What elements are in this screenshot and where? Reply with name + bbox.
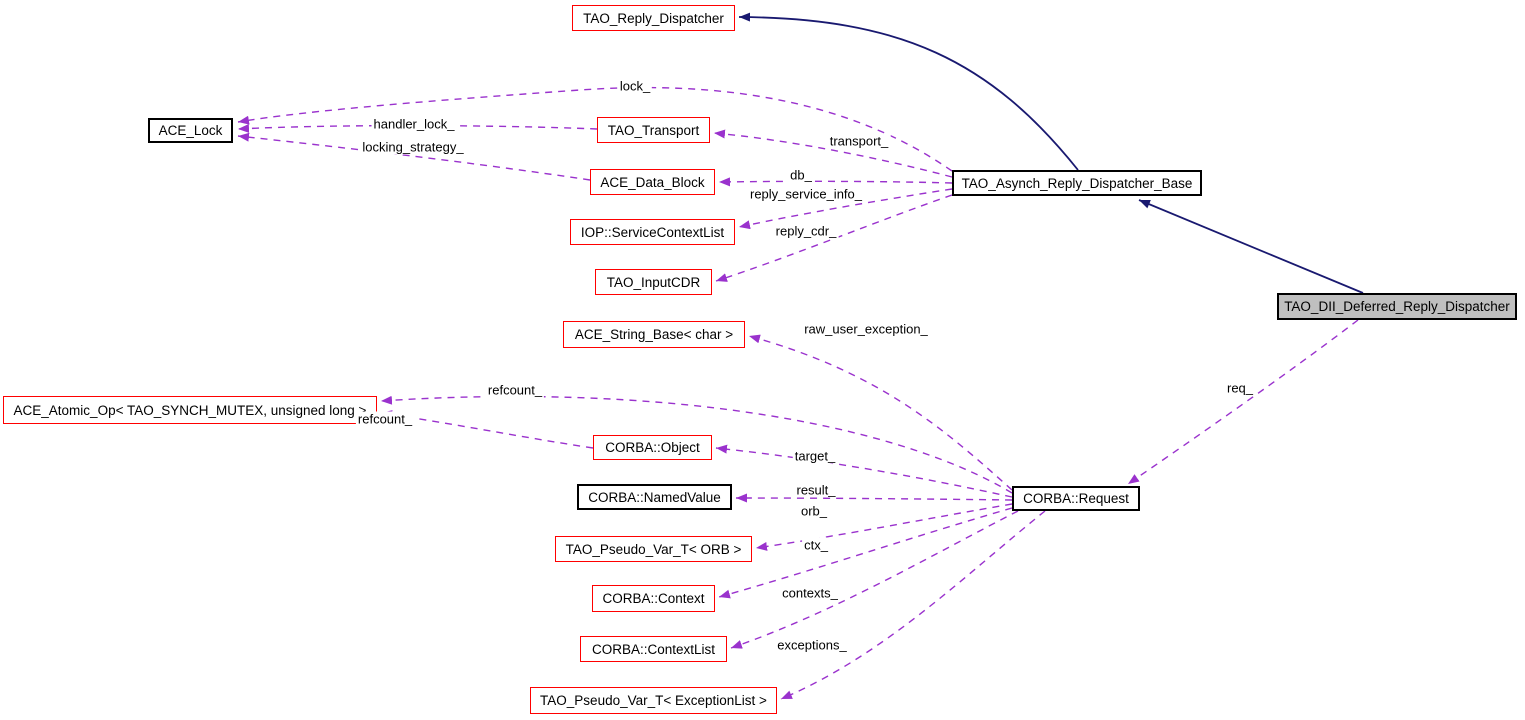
edge-result	[735, 493, 1013, 503]
edge-transport	[713, 129, 953, 178]
edge-label-target: target_	[792, 448, 838, 464]
edge-reply-service-info	[738, 188, 953, 230]
node-iop-servicecontextlist[interactable]: IOP::ServiceContextList	[570, 219, 735, 245]
node-ace-atomic-op[interactable]: ACE_Atomic_Op< TAO_SYNCH_MUTEX, unsigned…	[3, 396, 377, 424]
edge-db	[718, 177, 953, 187]
edge-label-handler-lock: handler_lock_	[371, 116, 457, 132]
node-corba-namedvalue[interactable]: CORBA::NamedValue	[577, 484, 732, 510]
node-tao-pseudo-var-t-exceptionlist[interactable]: TAO_Pseudo_Var_T< ExceptionList >	[530, 687, 777, 714]
edge-label-result: result_	[794, 482, 838, 498]
edge-label-lock: lock_	[617, 78, 653, 94]
edge-inherit-asynch-to-replydispatcher	[738, 12, 1079, 171]
node-corba-contextlist[interactable]: CORBA::ContextList	[580, 636, 727, 662]
edge-label-orb: orb_	[798, 503, 830, 519]
edge-handler-lock	[237, 123, 598, 133]
edge-label-refcount-object: refcount_	[355, 411, 415, 427]
edge-inherit-dii-to-asynch	[1138, 199, 1364, 294]
node-tao-reply-dispatcher[interactable]: TAO_Reply_Dispatcher	[572, 5, 735, 31]
node-tao-transport[interactable]: TAO_Transport	[597, 117, 710, 143]
node-ace-lock[interactable]: ACE_Lock	[148, 118, 233, 143]
edge-label-raw-user-exception: raw_user_exception_	[802, 321, 930, 337]
edge-raw-user-exception	[748, 334, 1013, 491]
node-ace-string-base-char[interactable]: ACE_String_Base< char >	[563, 321, 745, 348]
edge-ctx	[718, 507, 1013, 599]
edge-label-refcount-request: refcount_	[485, 382, 545, 398]
edge-refcount-object	[380, 410, 594, 449]
node-corba-object[interactable]: CORBA::Object	[593, 435, 712, 460]
edge-label-locking-strategy: locking_strategy_	[360, 139, 466, 155]
edge-req	[1127, 319, 1359, 485]
edge-contexts	[730, 510, 1019, 649]
node-tao-inputcdr[interactable]: TAO_InputCDR	[595, 269, 712, 295]
node-tao-pseudo-var-t-orb[interactable]: TAO_Pseudo_Var_T< ORB >	[555, 536, 752, 562]
edge-label-reply-service-info: reply_service_info_	[747, 186, 865, 202]
edge-label-exceptions: exceptions_	[775, 637, 849, 653]
edge-label-transport: transport_	[827, 133, 891, 149]
node-corba-request[interactable]: CORBA::Request	[1012, 486, 1140, 511]
edge-locking-strategy	[237, 132, 591, 181]
edge-orb	[755, 503, 1013, 551]
edge-label-db: db_	[788, 167, 814, 183]
edge-label-ctx: ctx_	[802, 537, 830, 553]
edge-label-contexts: contexts_	[780, 585, 840, 601]
node-corba-context[interactable]: CORBA::Context	[592, 585, 715, 612]
edge-label-reply-cdr: reply_cdr_	[773, 223, 839, 239]
node-tao-dii-deferred-reply-dispatcher: TAO_DII_Deferred_Reply_Dispatcher	[1277, 293, 1517, 320]
edge-exceptions	[780, 510, 1046, 700]
edge-label-req: req_	[1224, 380, 1256, 396]
edge-target	[715, 444, 1013, 498]
node-tao-asynch-reply-dispatcher-base[interactable]: TAO_Asynch_Reply_Dispatcher_Base	[952, 170, 1202, 196]
edge-reply-cdr	[715, 194, 953, 282]
node-ace-data-block[interactable]: ACE_Data_Block	[590, 169, 715, 195]
